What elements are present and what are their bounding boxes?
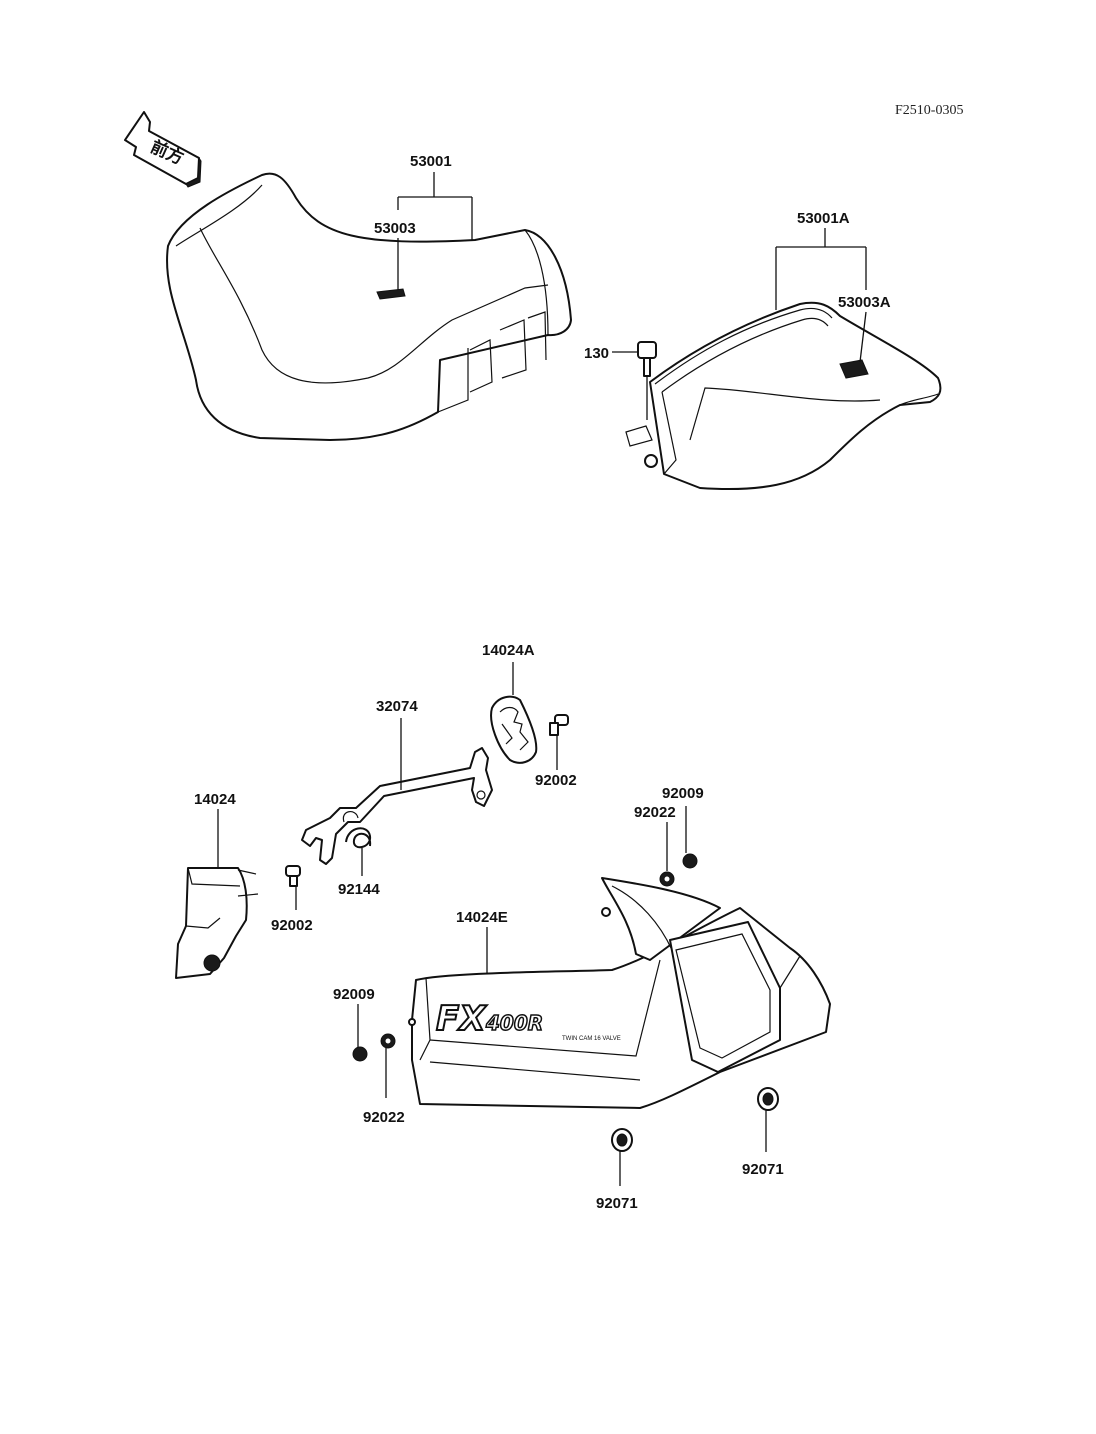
- label-130: 130: [584, 345, 609, 362]
- cover-14024E: FX 400R TWIN CAM 16 VALVE: [408, 877, 831, 1109]
- label-92071-right: 92071: [742, 1161, 784, 1178]
- label-92009-left: 92009: [333, 986, 375, 1003]
- wire-32074: [301, 747, 493, 865]
- label-14024E: 14024E: [456, 909, 508, 926]
- seat-front-53001: [166, 172, 572, 441]
- label-14024A: 14024A: [482, 642, 535, 659]
- label-92144: 92144: [338, 881, 380, 898]
- panel-14024: [175, 867, 259, 979]
- drawing-code: F2510-0305: [895, 103, 963, 118]
- label-53003: 53003: [374, 220, 416, 237]
- label-14024: 14024: [194, 791, 236, 808]
- screw-92002-left: [285, 865, 301, 910]
- label-92009-top: 92009: [662, 785, 704, 802]
- bolt-130: [612, 341, 657, 420]
- leader-lines: [217, 172, 867, 974]
- screw-92002-top: [549, 714, 569, 770]
- cover-logo-tagline: TWIN CAM 16 VALVE: [562, 1036, 621, 1042]
- spring-92144: [345, 827, 372, 876]
- label-32074: 32074: [376, 698, 418, 715]
- label-53001: 53001: [410, 153, 452, 170]
- label-53003A: 53003A: [838, 294, 891, 311]
- washer-92022-left: [380, 1033, 396, 1098]
- grommet-92071-mid: [611, 1128, 633, 1186]
- label-92002-left: 92002: [271, 917, 313, 934]
- label-92022-top: 92022: [634, 804, 676, 821]
- cover-logo-fx: FX: [436, 999, 487, 1039]
- label-92071-mid: 92071: [596, 1195, 638, 1212]
- label-53001A: 53001A: [797, 210, 850, 227]
- nut-92009-left: [352, 1004, 368, 1062]
- seat-rear-53001A: [625, 301, 942, 491]
- label-92002-top: 92002: [535, 772, 577, 789]
- front-direction-arrow: 前方: [124, 111, 202, 188]
- bracket-14024A: [490, 695, 538, 764]
- washer-92022-top: [659, 822, 675, 887]
- grommet-92071-right: [757, 1087, 779, 1152]
- nut-92009-top: [682, 806, 698, 869]
- cover-logo-model: 400R: [485, 1011, 543, 1035]
- label-92022-left: 92022: [363, 1109, 405, 1126]
